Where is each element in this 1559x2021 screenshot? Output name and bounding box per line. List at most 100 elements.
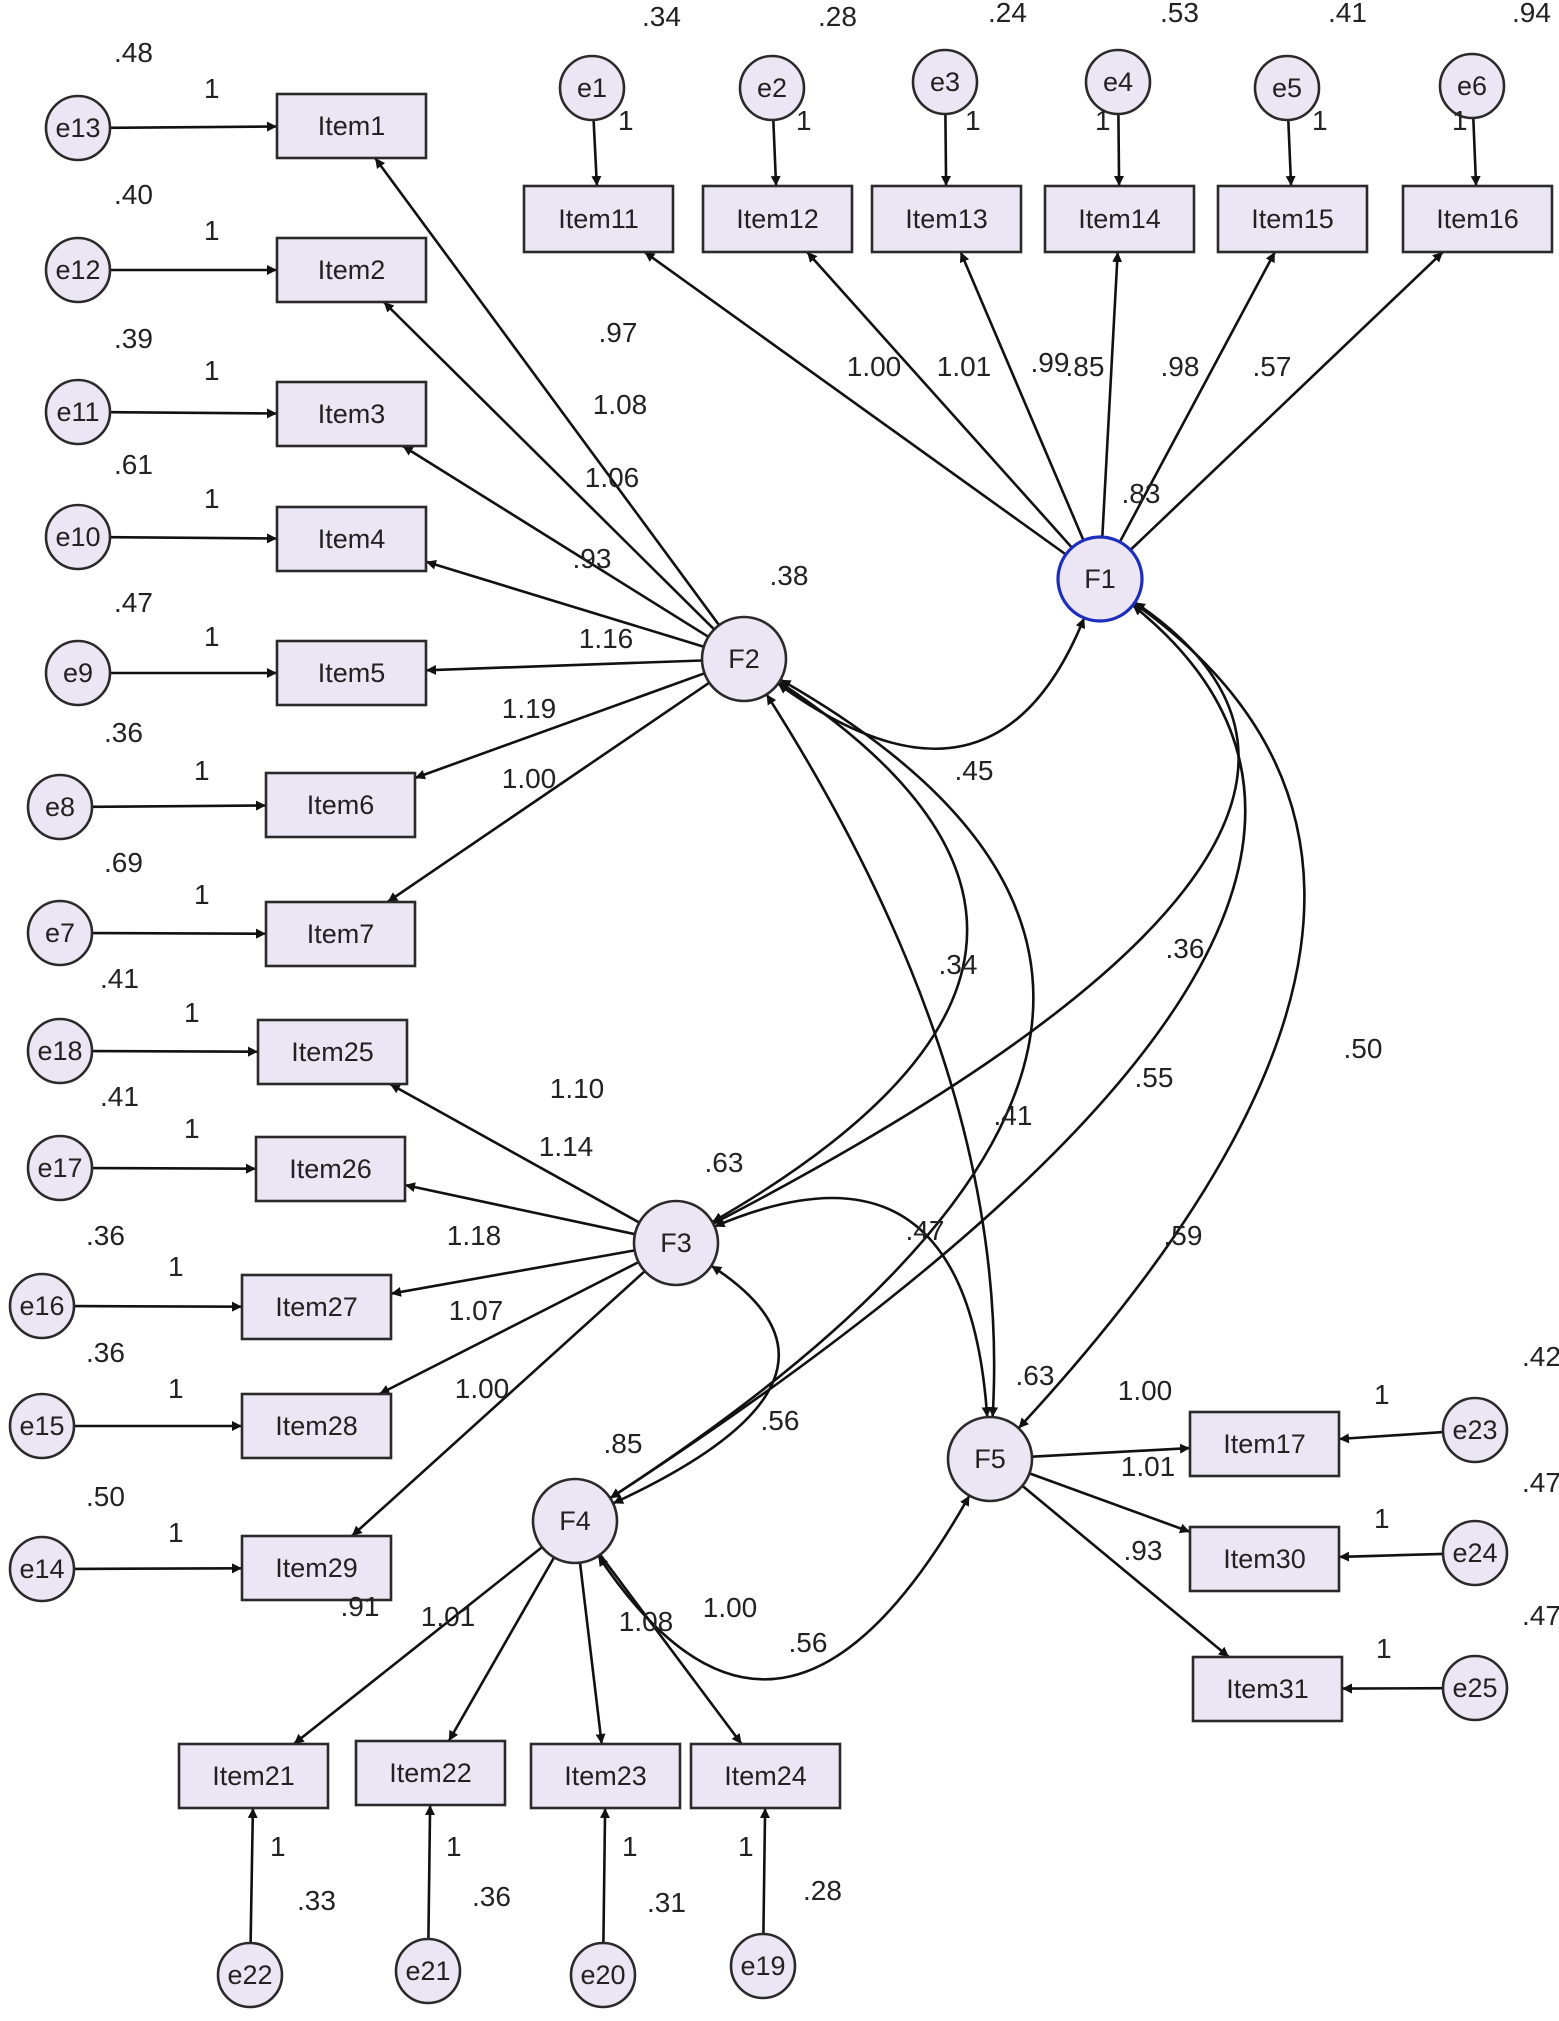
factor-label: F3 xyxy=(660,1228,692,1258)
item-label: Item22 xyxy=(389,1758,472,1788)
item-box xyxy=(1043,184,1196,254)
error-term-e18: e18 xyxy=(26,1017,94,1085)
error-term-e11: e11 xyxy=(44,378,112,446)
error-weight-label: 1 xyxy=(965,105,981,136)
item-label: Item23 xyxy=(564,1761,647,1791)
error-circle xyxy=(1084,48,1152,116)
item-box xyxy=(240,1534,393,1602)
observed-variable-item14: Item14 xyxy=(1043,184,1196,254)
item-label: Item29 xyxy=(275,1553,358,1583)
error-circle xyxy=(216,1941,284,2009)
error-label: e18 xyxy=(37,1036,82,1066)
loading-path-f2-item4 xyxy=(425,559,705,648)
error-circle xyxy=(44,378,112,446)
error-variance-label: .94 xyxy=(1512,0,1551,28)
error-weight-label: 1 xyxy=(1095,105,1111,136)
item-box xyxy=(689,1742,842,1810)
error-circle xyxy=(729,1932,797,2000)
loading-path-f5-item30 xyxy=(1029,1472,1191,1534)
item-label: Item16 xyxy=(1436,204,1519,234)
error-path-e2 xyxy=(770,119,781,187)
error-weight-label: 1 xyxy=(1374,1503,1390,1534)
loading-label: 1.00 xyxy=(703,1592,758,1623)
covariance-label: .59 xyxy=(1164,1220,1203,1251)
error-term-e1: e1 xyxy=(558,54,626,122)
item-label: Item11 xyxy=(558,204,639,234)
factor-circle xyxy=(700,615,788,703)
item-label: Item4 xyxy=(318,524,386,554)
item-box xyxy=(1216,184,1369,254)
error-variance-label: .47 xyxy=(1522,1600,1559,1631)
observed-variable-item27: Item27 xyxy=(240,1273,393,1341)
observed-variable-item17: Item17 xyxy=(1188,1410,1341,1478)
loading-label: .99 xyxy=(1031,347,1070,378)
error-label: e20 xyxy=(580,1960,625,1990)
item-label: Item5 xyxy=(318,658,386,688)
error-term-e22: e22 xyxy=(216,1941,284,2009)
loading-label: 1.14 xyxy=(539,1131,594,1162)
covariance-label: .55 xyxy=(1135,1062,1174,1093)
error-weight-label: 1 xyxy=(168,1517,184,1548)
loading-label: 1.00 xyxy=(847,351,902,382)
error-path-e14 xyxy=(73,1563,243,1574)
observed-variable-item26: Item26 xyxy=(254,1135,407,1203)
error-variance-label: .48 xyxy=(114,37,153,68)
error-label: e19 xyxy=(740,1951,785,1981)
error-path-e23 xyxy=(1338,1430,1444,1444)
error-weight-label: 1 xyxy=(194,755,210,786)
error-term-e24: e24 xyxy=(1441,1519,1509,1587)
factor-circle xyxy=(1056,535,1144,623)
factor-circle xyxy=(632,1199,720,1287)
factor-label: F2 xyxy=(728,644,760,674)
error-variance-label: .36 xyxy=(472,1881,511,1912)
error-label: e13 xyxy=(55,113,100,143)
error-variance-label: .50 xyxy=(86,1481,125,1512)
item-box xyxy=(177,1742,330,1810)
error-term-e13: e13 xyxy=(44,94,112,162)
item-label: Item27 xyxy=(275,1292,358,1322)
factor-variance-label: .85 xyxy=(604,1428,643,1459)
error-label: e6 xyxy=(1457,71,1487,101)
error-variance-label: .41 xyxy=(1328,0,1367,28)
error-term-e12: e12 xyxy=(44,236,112,304)
item-box xyxy=(240,1273,393,1341)
covariance-label: .36 xyxy=(1166,933,1205,964)
covariance-path-f1-f3 xyxy=(712,601,1240,1225)
error-path-e5 xyxy=(1285,119,1296,187)
error-label: e17 xyxy=(37,1153,82,1183)
error-path-e8 xyxy=(91,800,267,811)
item-label: Item14 xyxy=(1078,204,1161,234)
loading-path-f2-item3 xyxy=(402,444,710,638)
observed-variable-item2: Item2 xyxy=(275,236,428,304)
loading-path-f1-item12 xyxy=(806,251,1073,549)
error-term-e19: e19 xyxy=(729,1932,797,2000)
covariance-label: .45 xyxy=(955,755,994,786)
observed-variable-item13: Item13 xyxy=(870,184,1023,254)
error-term-e2: e2 xyxy=(738,54,806,122)
observed-variable-item28: Item28 xyxy=(240,1392,393,1460)
error-term-e8: e8 xyxy=(26,773,94,841)
error-path-e21 xyxy=(424,1804,435,1940)
error-circle xyxy=(1441,1396,1509,1464)
error-path-e10 xyxy=(109,533,278,544)
covariance-path-f2-f5 xyxy=(765,693,999,1418)
loading-path-f2-item2 xyxy=(382,301,716,631)
factor-label: F1 xyxy=(1084,564,1116,594)
error-weight-label: 1 xyxy=(622,1831,638,1862)
error-label: e7 xyxy=(45,918,75,948)
covariance-path-f3-f5 xyxy=(714,1196,992,1418)
observed-variable-item23: Item23 xyxy=(529,1742,682,1810)
error-variance-label: .41 xyxy=(100,963,139,994)
loading-path-f2-item5 xyxy=(425,659,703,675)
covariance-path-f3-f4 xyxy=(612,1264,781,1505)
error-circle xyxy=(394,1937,462,2005)
observed-variable-item5: Item5 xyxy=(275,639,428,707)
error-variance-label: .41 xyxy=(100,1081,139,1112)
error-term-e17: e17 xyxy=(26,1134,94,1202)
error-path-e11 xyxy=(109,408,278,419)
loading-label: 1.08 xyxy=(619,1606,674,1637)
item-label: Item31 xyxy=(1226,1674,1309,1704)
error-variance-label: .36 xyxy=(86,1337,125,1368)
error-term-e7: e7 xyxy=(26,899,94,967)
error-weight-label: 1 xyxy=(204,355,220,386)
